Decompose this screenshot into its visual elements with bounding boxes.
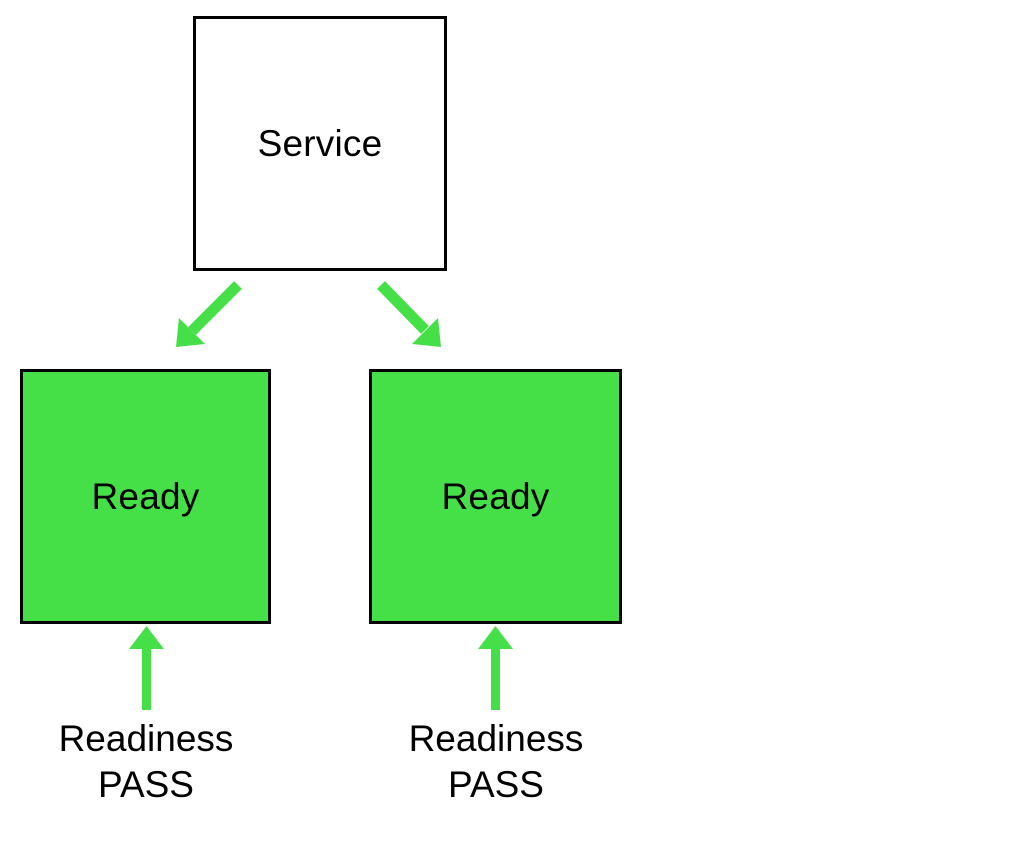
pod-node-left-label: Ready	[91, 476, 200, 517]
probe-label-left-line2: PASS	[98, 764, 194, 805]
pod-node-left[interactable]: Ready	[20, 369, 271, 624]
service-node-label: Service	[257, 123, 383, 164]
service-node[interactable]: Service	[193, 16, 447, 271]
arrow-service-to-pod-right	[377, 281, 441, 347]
probe-label-left-line1: Readiness	[58, 718, 234, 759]
pod-node-right[interactable]: Ready	[369, 369, 622, 624]
arrow-probe-left-to-pod-left	[129, 626, 164, 710]
probe-label-left: Readiness PASS	[0, 716, 292, 808]
probe-label-right: Readiness PASS	[350, 716, 642, 808]
pod-node-right-label: Ready	[441, 476, 550, 517]
arrow-service-to-pod-left	[176, 281, 242, 347]
arrow-probe-right-to-pod-right	[478, 626, 513, 710]
probe-label-right-line1: Readiness	[408, 718, 584, 759]
probe-label-right-line2: PASS	[448, 764, 544, 805]
